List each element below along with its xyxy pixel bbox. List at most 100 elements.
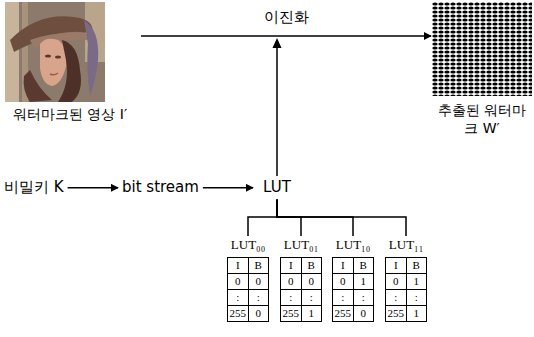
table-cell: :	[228, 290, 249, 305]
table-row: ::	[333, 290, 373, 306]
table-row: 00	[228, 274, 268, 290]
table-cell-text: 1	[414, 307, 420, 319]
table-cell: B	[302, 258, 322, 273]
table-row: IB	[281, 258, 321, 274]
watermark-pattern	[432, 2, 532, 96]
table-row: IB	[228, 258, 268, 274]
table-cell: 0	[249, 306, 269, 321]
table-cell: 0	[333, 274, 354, 289]
key-arrow-head	[273, 38, 282, 48]
table-title: LUT₁₀	[322, 236, 384, 254]
table-row: 01	[386, 274, 426, 290]
table-row: 255 0	[228, 306, 268, 321]
table-cell-text: 255	[283, 307, 300, 319]
table-row: ::	[386, 290, 426, 306]
table-title: LUT₀₀	[217, 236, 279, 254]
table-grid: IB01::2550	[332, 257, 374, 322]
connector	[68, 187, 118, 189]
table-cell: I	[281, 258, 302, 273]
table-cell-text: 1	[309, 307, 315, 319]
table-cell: 0	[281, 274, 302, 289]
table-cell: :	[386, 290, 407, 305]
lut-table: LUT₀₁IB00::2551	[280, 236, 322, 322]
table-cell-text: :	[362, 291, 365, 303]
table-cell-text: 0	[340, 275, 346, 287]
table-cell: 0	[228, 274, 249, 289]
table-grid: IB00::2551	[280, 257, 322, 322]
table-cell: 1	[407, 306, 427, 321]
image-caption: 추출된 워터마크 W′	[432, 101, 532, 137]
table-cell-text: 0	[256, 275, 262, 287]
connector	[248, 200, 277, 237]
table-cell-text: :	[394, 291, 397, 303]
table-row: 255 1	[281, 306, 321, 321]
table-cell-text: :	[257, 291, 260, 303]
text-node: bit stream	[122, 178, 199, 198]
table-cell: 0	[386, 274, 407, 289]
table-cell-text: B	[360, 259, 367, 271]
node-text: LUT	[257, 178, 297, 198]
table-cell-text: 1	[414, 275, 420, 287]
table-grid: IB00::2550	[227, 257, 269, 322]
lena-image	[5, 2, 105, 102]
table-cell: 1	[354, 274, 374, 289]
image-caption: 워터마크된 영상 I′	[0, 105, 140, 123]
table-cell-text: I	[394, 259, 398, 271]
table-cell: 0	[249, 274, 269, 289]
connector	[203, 187, 253, 189]
table-cell: :	[249, 290, 269, 305]
table-cell: 255	[228, 306, 249, 321]
table-cell-text: 1	[361, 275, 367, 287]
table-row: 255 1	[386, 306, 426, 321]
table-cell: :	[281, 290, 302, 305]
table-cell-text: 0	[256, 307, 262, 319]
table-cell-text: B	[255, 259, 262, 271]
connector	[141, 35, 431, 37]
table-cell-text: B	[308, 259, 315, 271]
table-cell: 255	[333, 306, 354, 321]
connector	[277, 200, 406, 237]
table-cell: :	[354, 290, 374, 305]
table-title: LUT₀₁	[270, 236, 332, 254]
table-row: 255 0	[333, 306, 373, 321]
table-cell-text: B	[413, 259, 420, 271]
table-cell-text: 0	[393, 275, 399, 287]
table-cell: I	[333, 258, 354, 273]
table-row: ::	[228, 290, 268, 306]
table-cell: B	[407, 258, 427, 273]
table-cell-text: 0	[361, 307, 367, 319]
table-cell-text: :	[236, 291, 239, 303]
key-arrow-line	[276, 46, 278, 176]
lut-table: LUT₁₀IB01::2550	[332, 236, 374, 322]
lut-table: LUT₁₁IB01::2551	[385, 236, 427, 322]
node-text: 비밀키 K	[4, 178, 64, 198]
table-cell-text: I	[289, 259, 293, 271]
table-cell-text: :	[310, 291, 313, 303]
table-cell: I	[386, 258, 407, 273]
table-cell: :	[407, 290, 427, 305]
image-node: 워터마크된 영상 I′	[0, 2, 140, 123]
table-cell: 255	[281, 306, 302, 321]
text-node: LUT	[257, 178, 297, 198]
table-row: 00	[281, 274, 321, 290]
table-cell-text: 0	[309, 275, 315, 287]
table-row: IB	[333, 258, 373, 274]
table-cell-text: 255	[230, 307, 247, 319]
table-cell: B	[354, 258, 374, 273]
table-row: 01	[333, 274, 373, 290]
image-node: 추출된 워터마크 W′	[432, 2, 532, 137]
table-cell-text: 0	[235, 275, 241, 287]
table-cell: :	[302, 290, 322, 305]
table-cell-text: :	[289, 291, 292, 303]
table-cell: 0	[302, 274, 322, 289]
table-cell-text: 255	[335, 307, 352, 319]
table-cell: 255	[386, 306, 407, 321]
table-cell: 1	[302, 306, 322, 321]
table-cell-text: 0	[288, 275, 294, 287]
table-row: IB	[386, 258, 426, 274]
table-cell-text: :	[415, 291, 418, 303]
table-cell: 0	[354, 306, 374, 321]
table-cell-text: :	[341, 291, 344, 303]
table-row: ::	[281, 290, 321, 306]
table-cell-text: 255	[388, 307, 405, 319]
